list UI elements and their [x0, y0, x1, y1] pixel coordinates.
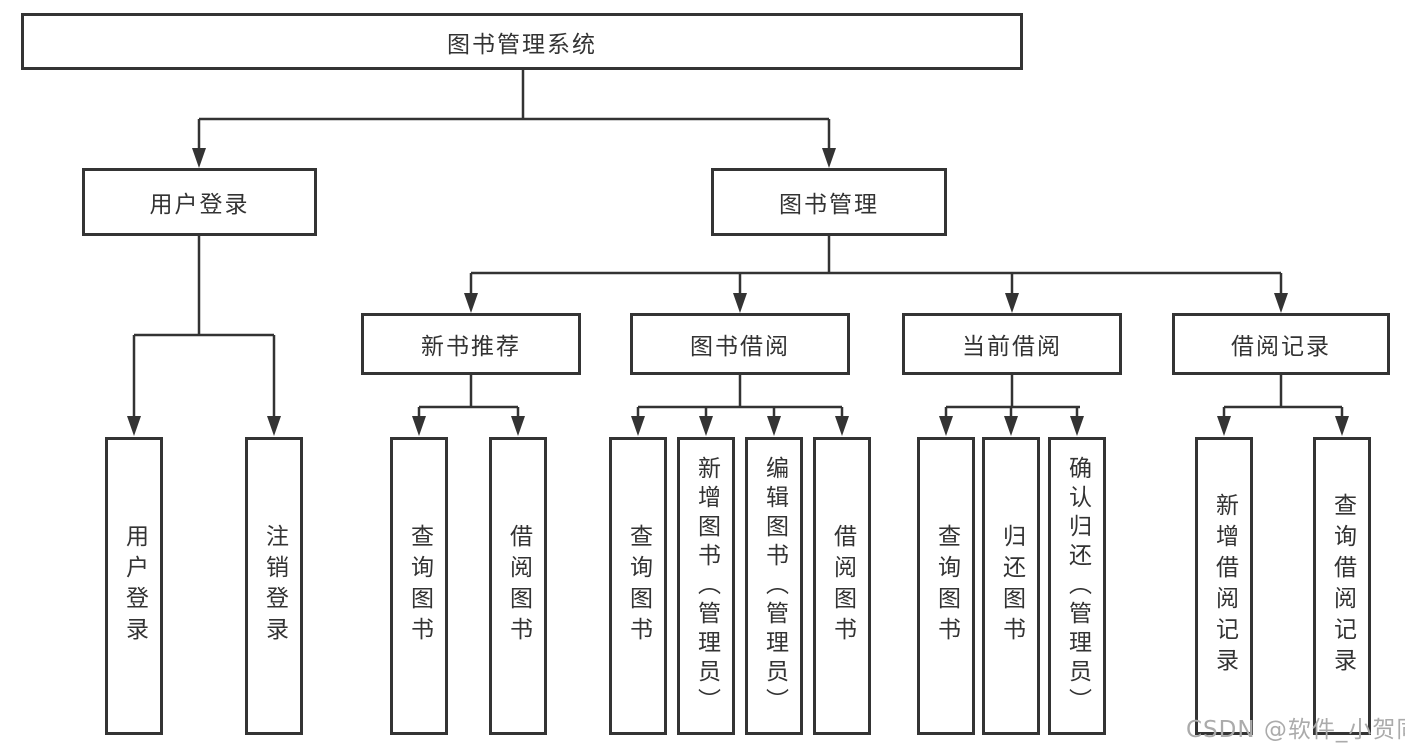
arrowhead-icon: [412, 416, 426, 436]
node-book-borrow: 图书借阅: [630, 313, 850, 375]
node-current-borrow: 当前借阅: [902, 313, 1122, 375]
leaf-add-book-admin-label: 新增图书（管理员）: [693, 455, 720, 717]
arrowhead-icon: [1004, 416, 1018, 436]
node-current-borrow-label: 当前借阅: [962, 334, 1062, 360]
arrowhead-icon: [1005, 293, 1019, 313]
leaf-query-book-current-label: 查询图书: [933, 524, 960, 648]
arrowhead-icon: [127, 416, 141, 436]
leaf-query-book-current: 查询图书: [917, 437, 975, 735]
arrowhead-icon: [835, 416, 849, 436]
wire-newbookrec-to-leaves: [417, 375, 520, 420]
leaf-add-borrow-record-label: 新增借阅记录: [1211, 493, 1238, 679]
arrowhead-icon: [464, 293, 478, 313]
leaf-logout-label: 注销登录: [261, 524, 288, 648]
node-library-system-label: 图书管理系统: [447, 31, 597, 58]
leaf-logout: 注销登录: [245, 437, 303, 735]
leaf-borrow-book-label: 借阅图书: [829, 524, 856, 648]
wire-borrowrecords-to-leaves: [1222, 375, 1344, 420]
node-borrow-records-label: 借阅记录: [1231, 334, 1331, 360]
arrowhead-icon: [511, 416, 525, 436]
node-book-management-label: 图书管理: [779, 192, 879, 218]
csdn-watermark: CSDN @软件_小贺同学: [1186, 717, 1405, 743]
node-user-login-label: 用户登录: [149, 192, 250, 218]
arrowheads: [127, 148, 1349, 436]
node-book-borrow-label: 图书借阅: [690, 334, 790, 360]
wire-root-to-level2: [197, 70, 831, 152]
arrowhead-icon: [1070, 416, 1084, 436]
arrowhead-icon: [267, 416, 281, 436]
node-user-login: 用户登录: [82, 168, 317, 236]
arrowhead-icon: [1274, 293, 1288, 313]
leaf-borrow-book-recommend: 借阅图书: [489, 437, 547, 735]
arrowhead-icon: [192, 148, 206, 168]
leaf-user-login-label: 用户登录: [121, 524, 148, 648]
node-new-book-recommend-label: 新书推荐: [421, 334, 521, 360]
node-book-management: 图书管理: [711, 168, 947, 236]
leaf-edit-book-admin-label: 编辑图书（管理员）: [761, 455, 788, 717]
leaf-edit-book-admin: 编辑图书（管理员）: [745, 437, 803, 735]
arrowhead-icon: [1335, 416, 1349, 436]
leaf-query-borrow-record-label: 查询借阅记录: [1329, 493, 1356, 679]
arrowhead-icon: [939, 416, 953, 436]
leaf-query-borrow-record: 查询借阅记录: [1313, 437, 1371, 735]
leaf-query-book-borrow: 查询图书: [609, 437, 667, 735]
wire-bookmgmt-to-modules: [469, 236, 1283, 297]
node-borrow-records: 借阅记录: [1172, 313, 1390, 375]
arrowhead-icon: [631, 416, 645, 436]
leaf-borrow-book-recommend-label: 借阅图书: [505, 524, 532, 648]
leaf-return-book: 归还图书: [982, 437, 1040, 735]
wire-currentborrow-to-leaves: [944, 375, 1080, 420]
leaf-confirm-return-admin: 确认归还（管理员）: [1048, 437, 1106, 735]
leaf-return-book-label: 归还图书: [998, 524, 1025, 648]
leaf-query-book-recommend: 查询图书: [390, 437, 448, 735]
wire-bookborrow-to-leaves: [636, 375, 844, 420]
leaf-confirm-return-admin-label: 确认归还（管理员）: [1064, 455, 1091, 717]
leaf-query-book-recommend-label: 查询图书: [406, 524, 433, 648]
arrowhead-icon: [733, 293, 747, 313]
arrowhead-icon: [699, 416, 713, 436]
arrowhead-icon: [1217, 416, 1231, 436]
node-new-book-recommend: 新书推荐: [361, 313, 581, 375]
leaf-add-book-admin: 新增图书（管理员）: [677, 437, 735, 735]
leaf-borrow-book: 借阅图书: [813, 437, 871, 735]
leaf-add-borrow-record: 新增借阅记录: [1195, 437, 1253, 735]
arrowhead-icon: [822, 148, 836, 168]
connector-segments: [132, 70, 1344, 420]
leaf-user-login: 用户登录: [105, 437, 163, 735]
leaf-query-book-borrow-label: 查询图书: [625, 524, 652, 648]
arrowhead-icon: [767, 416, 781, 436]
wire-userlogin-to-leaves: [132, 236, 276, 420]
node-library-system: 图书管理系统: [21, 13, 1023, 70]
